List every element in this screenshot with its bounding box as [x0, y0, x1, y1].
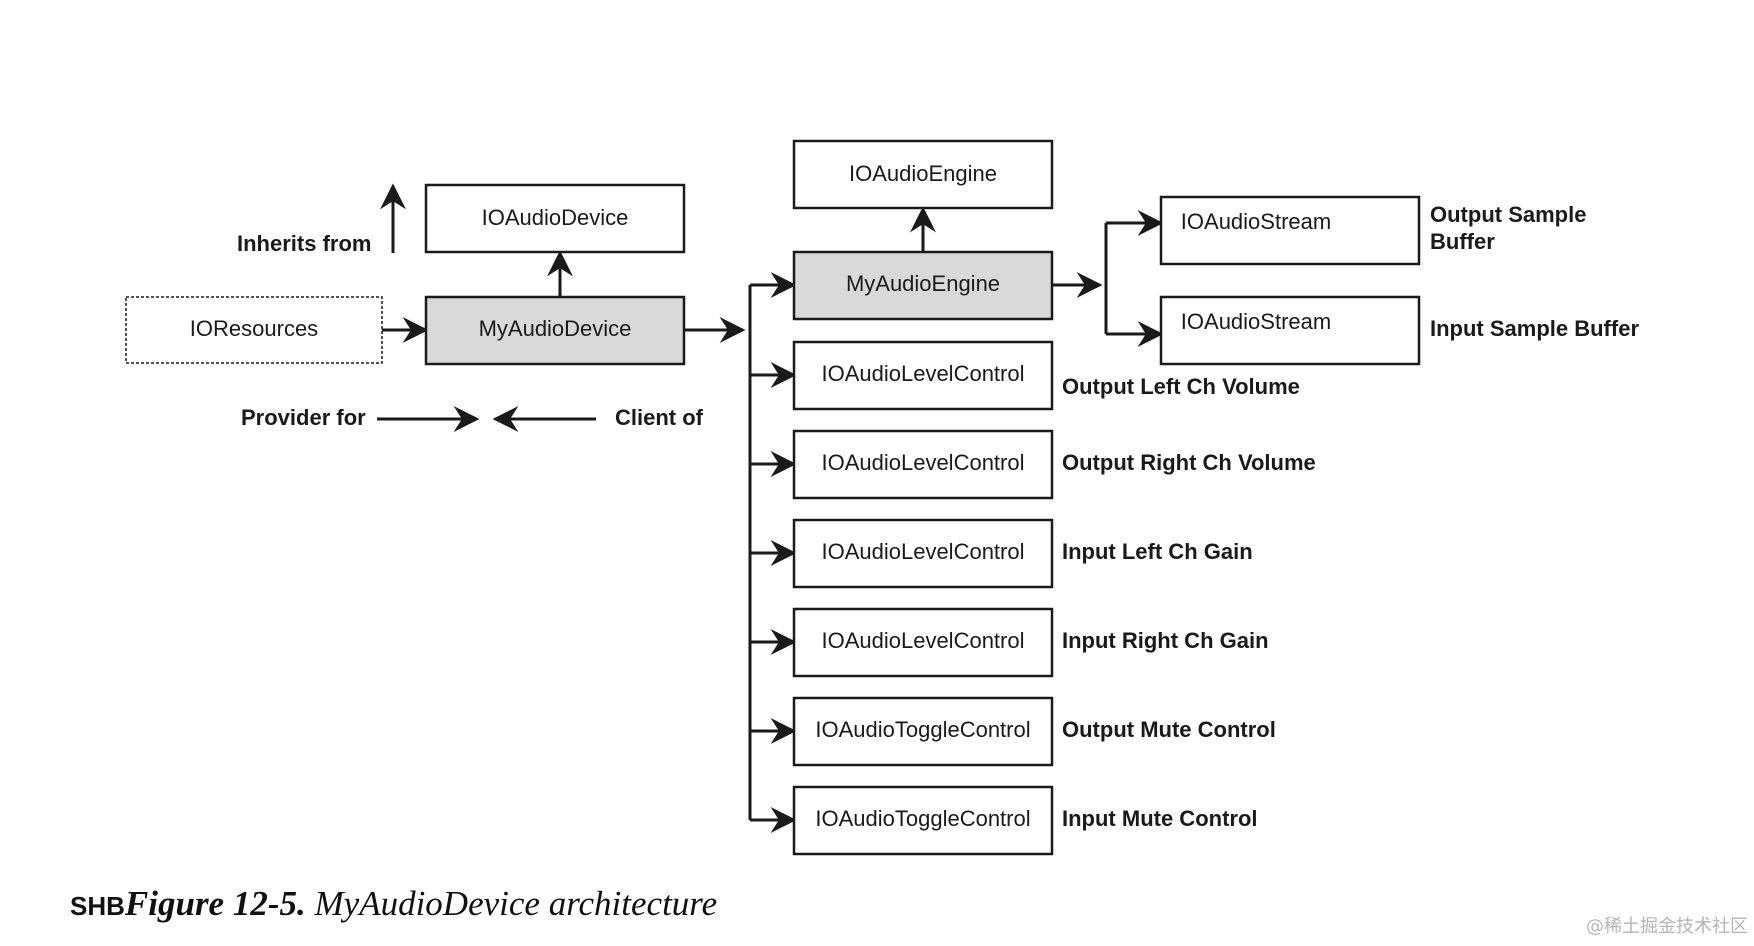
caption-prefix: SHB — [70, 891, 125, 921]
caption-figure-number: Figure 12-5. — [124, 884, 306, 923]
output-mute-control-label: Output Mute Control — [1062, 717, 1276, 742]
ioaudiodevice-label: IOAudioDevice — [482, 205, 629, 230]
myaudioengine-box — [792, 250, 1054, 321]
client-of-label: Client of — [615, 405, 704, 430]
myaudiodevice-label: MyAudioDevice — [479, 316, 632, 341]
output-sample-buffer-label-2: Buffer — [1430, 229, 1495, 254]
ioaudioengine-box — [792, 139, 1054, 210]
output-left-ch-volume-label: Output Left Ch Volume — [1062, 374, 1300, 399]
myaudiodevice-box — [424, 295, 686, 366]
input-left-ch-gain-label: Input Left Ch Gain — [1062, 539, 1253, 564]
provider-for-label: Provider for — [241, 405, 366, 430]
level-control-in-right-box — [792, 607, 1054, 678]
level-control-in-right-label: IOAudioLevelControl — [821, 628, 1024, 653]
figure-caption: SHBFigure 12-5. MyAudioDevice architectu… — [70, 884, 717, 924]
level-control-out-right-label: IOAudioLevelControl — [821, 450, 1024, 475]
ioaudioengine-label: IOAudioEngine — [849, 161, 997, 186]
input-sample-buffer-label: Input Sample Buffer — [1430, 316, 1639, 341]
level-control-in-left-label: IOAudioLevelControl — [821, 539, 1024, 564]
ioresources-label: IOResources — [190, 316, 318, 341]
output-sample-buffer-label-1: Output Sample — [1430, 202, 1586, 227]
input-stream-label: IOAudioStream — [1181, 309, 1331, 334]
watermark: @稀土掘金技术社区 — [1586, 916, 1748, 937]
output-stream-box — [1159, 195, 1421, 266]
level-control-in-left-box — [792, 518, 1054, 589]
ioresources-box — [125, 296, 383, 364]
output-right-ch-volume-label: Output Right Ch Volume — [1062, 450, 1316, 475]
myaudioengine-label: MyAudioEngine — [846, 271, 1000, 296]
level-control-out-right-box — [792, 429, 1054, 500]
toggle-control-out-mute-label: IOAudioToggleControl — [815, 717, 1030, 742]
input-right-ch-gain-label: Input Right Ch Gain — [1062, 628, 1269, 653]
input-mute-control-label: Input Mute Control — [1062, 806, 1258, 831]
toggle-control-in-mute-label: IOAudioToggleControl — [815, 806, 1030, 831]
toggle-control-in-mute-box — [792, 785, 1054, 856]
inherits-from-label: Inherits from — [237, 231, 371, 256]
ioaudiodevice-box — [424, 183, 686, 254]
level-control-out-left-box — [792, 340, 1054, 411]
input-stream-box — [1159, 295, 1421, 366]
toggle-control-out-mute-box — [792, 696, 1054, 767]
output-stream-label: IOAudioStream — [1181, 209, 1331, 234]
caption-text: Figure 12-5. MyAudioDevice architecture — [125, 884, 717, 923]
caption-title: MyAudioDevice architecture — [305, 884, 718, 923]
level-control-out-left-label: IOAudioLevelControl — [821, 361, 1024, 386]
